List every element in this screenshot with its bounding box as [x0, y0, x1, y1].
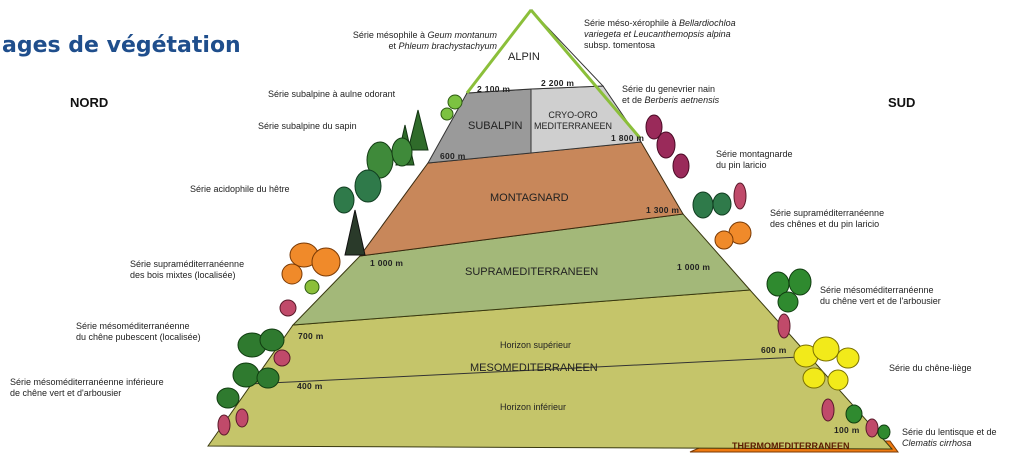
altitude-south-1000: 1 000 m [677, 262, 711, 272]
series-hetre: Série acidophile du hêtre [190, 184, 290, 194]
zone-label-mesomed: MESOMEDITERRANEEN [470, 362, 598, 374]
series-meso-inferieure: Série mésoméditerranéenne inférieure de … [10, 377, 164, 398]
series-sapin: Série subalpine du sapin [258, 121, 357, 131]
altitude-north-1600: 600 m [440, 151, 466, 161]
zone-label-cryo-line2: MEDITERRANEEN [534, 121, 613, 131]
north-vegetation [216, 94, 463, 436]
peak-grass-north [465, 9, 533, 94]
series-lentisque: Série du lentisque et de Clematis cirrho… [902, 427, 997, 448]
altitude-south-600: 600 m [761, 345, 787, 355]
altitude-north-700: 700 m [298, 331, 324, 341]
zone-label-thermomed: THERMOMEDITERRANEEN [732, 441, 850, 451]
altitude-south-2200: 2 200 m [541, 78, 575, 88]
diagram-title: ages de végétation [2, 33, 241, 58]
peak-grass-south [529, 9, 642, 139]
series-geum: Série mésophile à Geum montanum et Phleu… [352, 30, 497, 51]
altitude-north-400: 400 m [297, 381, 323, 391]
zone-label-subalpin: SUBALPIN [468, 120, 523, 132]
zone-label-cryo: CRYO-ORO MEDITERRANEEN [534, 110, 612, 132]
series-meso-xerophile: Série méso-xérophile à Bellardiochloa va… [584, 18, 736, 50]
altitude-south-1800: 1 800 m [611, 133, 645, 143]
zone-label-supramed: SUPRAMEDITERRANEEN [465, 266, 599, 278]
series-genevrier: Série du genevrier nain et de Berberis a… [622, 84, 720, 105]
series-aulne: Série subalpine à aulne odorant [268, 89, 396, 99]
zone-label-alpin: ALPIN [508, 51, 540, 63]
series-supra-chenes: Série supraméditerranéenne des chênes et… [770, 208, 885, 229]
horizon-divider [249, 355, 821, 385]
zone-label-horizon-inf: Horizon inférieur [500, 402, 567, 412]
altitude-south-1300: 1 300 m [646, 205, 680, 215]
series-meso-pubescent: Série mésoméditerranéenne du chêne pubes… [76, 321, 201, 342]
series-meso-chene-vert: Série mésoméditerranéenne du chêne vert … [820, 285, 941, 306]
series-pin-laricio: Série montagnarde du pin laricio [716, 149, 793, 170]
altitude-south-100: 100 m [834, 425, 860, 435]
altitude-north-2100: 2 100 m [477, 84, 511, 94]
series-supra-bois: Série supraméditerranéenne des bois mixt… [130, 259, 245, 280]
south-label: SUD [888, 95, 916, 110]
zone-label-cryo-line1: CRYO-ORO [548, 110, 598, 120]
altitude-north-1000: 1 000 m [370, 258, 404, 268]
zone-label-montagnard: MONTAGNARD [490, 192, 569, 204]
south-vegetation [645, 114, 891, 440]
zone-label-horizon-sup: Horizon supérieur [500, 340, 572, 350]
series-chene-liege: Série du chêne-liège [889, 363, 972, 373]
north-label: NORD [70, 95, 109, 110]
